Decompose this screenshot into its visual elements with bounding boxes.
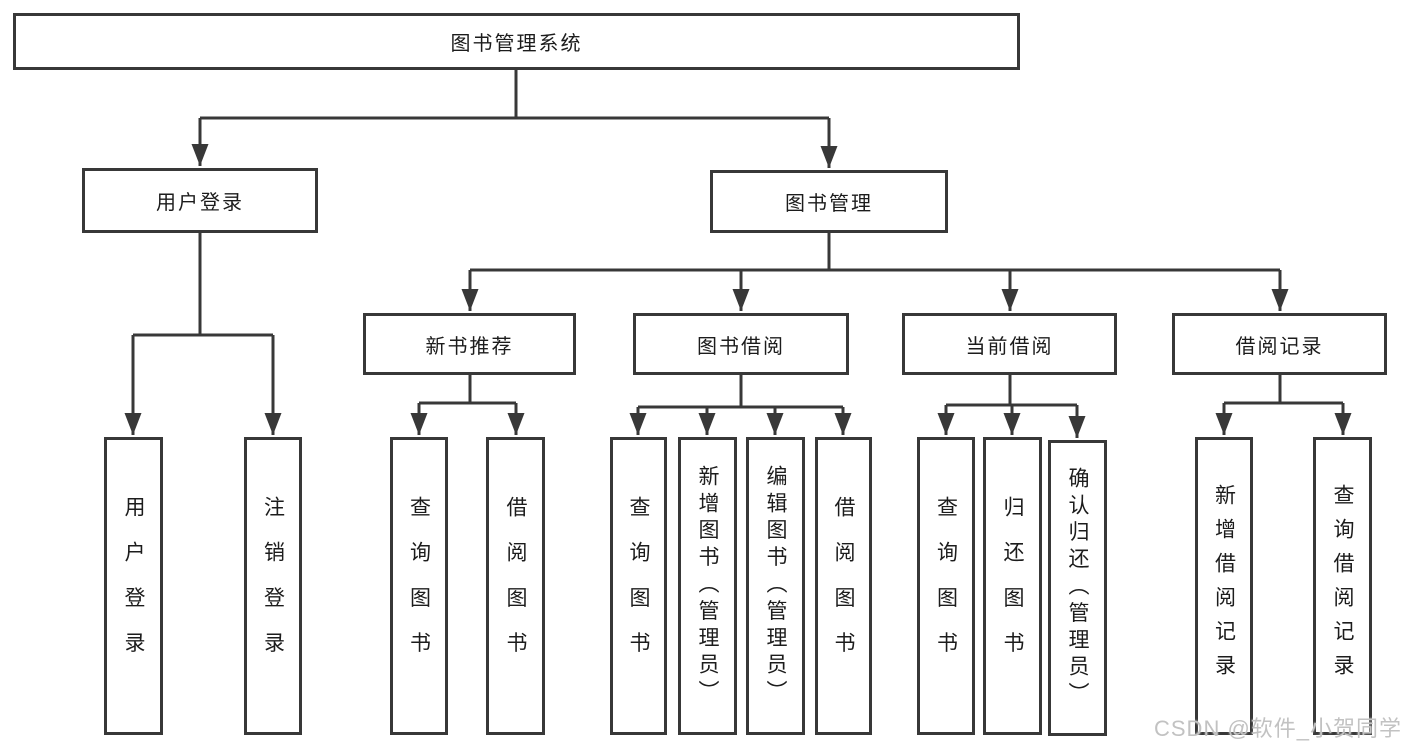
node-borrow-records: 借阅记录 (1172, 313, 1387, 375)
connector (200, 70, 829, 120)
connector (470, 233, 1280, 272)
leaf-add-book-admin: 新增图书（管理员） (678, 437, 737, 735)
node-book-management: 图书管理 (710, 170, 948, 233)
node-user-login: 用户登录 (82, 168, 318, 233)
node-current-borrow: 当前借阅 (902, 313, 1117, 375)
leaf-user-login-label: 用户登录 (122, 495, 145, 677)
leaf-query-book-current-label: 查询图书 (934, 495, 958, 677)
leaf-query-book-current: 查询图书 (917, 437, 975, 735)
leaf-query-book-borrow: 查询图书 (610, 437, 667, 735)
leaf-edit-book-admin: 编辑图书（管理员） (746, 437, 805, 735)
node-borrow-records-label: 借阅记录 (1235, 335, 1324, 358)
leaf-borrow-book: 借阅图书 (815, 437, 872, 735)
node-user-login-label: 用户登录 (156, 192, 244, 214)
leaf-borrow-book-label: 借阅图书 (832, 495, 855, 677)
node-book-borrow-label: 图书借阅 (697, 335, 785, 358)
leaf-edit-book-admin-label: 编辑图书（管理员） (764, 465, 787, 707)
connector (419, 375, 516, 405)
leaf-query-borrow-record: 查询借阅记录 (1313, 437, 1372, 735)
leaf-query-book-borrow-label: 查询图书 (627, 495, 650, 677)
leaf-confirm-return-admin-label: 确认归还（管理员） (1066, 467, 1089, 709)
connector (133, 233, 273, 337)
leaf-add-book-admin-label: 新增图书（管理员） (696, 465, 719, 707)
leaf-query-book-recommend-label: 查询图书 (407, 495, 431, 677)
node-new-book-recommend: 新书推荐 (363, 313, 576, 375)
leaf-query-book-recommend: 查询图书 (390, 437, 448, 735)
csdn-watermark: CSDN @软件_小贺同学 (1154, 716, 1403, 741)
leaf-query-borrow-record-label: 查询借阅记录 (1331, 483, 1354, 689)
node-book-borrow: 图书借阅 (633, 313, 849, 375)
node-root-label: 图书管理系统 (450, 33, 583, 55)
node-current-borrow-label: 当前借阅 (965, 335, 1054, 358)
leaf-confirm-return-admin: 确认归还（管理员） (1048, 440, 1107, 736)
leaf-borrow-book-recommend-label: 借阅图书 (504, 495, 527, 677)
leaf-user-login: 用户登录 (104, 437, 163, 735)
leaf-logout: 注销登录 (244, 437, 302, 735)
connector (638, 375, 843, 409)
leaf-return-book: 归还图书 (983, 437, 1042, 735)
leaf-return-book-label: 归还图书 (1001, 495, 1024, 677)
node-new-book-recommend-label: 新书推荐 (425, 335, 514, 358)
leaf-add-borrow-record: 新增借阅记录 (1195, 437, 1253, 735)
node-root: 图书管理系统 (13, 13, 1020, 70)
leaf-add-borrow-record-label: 新增借阅记录 (1212, 483, 1236, 689)
node-book-management-label: 图书管理 (785, 193, 873, 215)
leaf-borrow-book-recommend: 借阅图书 (486, 437, 545, 735)
connector (1224, 375, 1343, 405)
leaf-logout-label: 注销登录 (261, 495, 285, 677)
connector (946, 375, 1077, 407)
